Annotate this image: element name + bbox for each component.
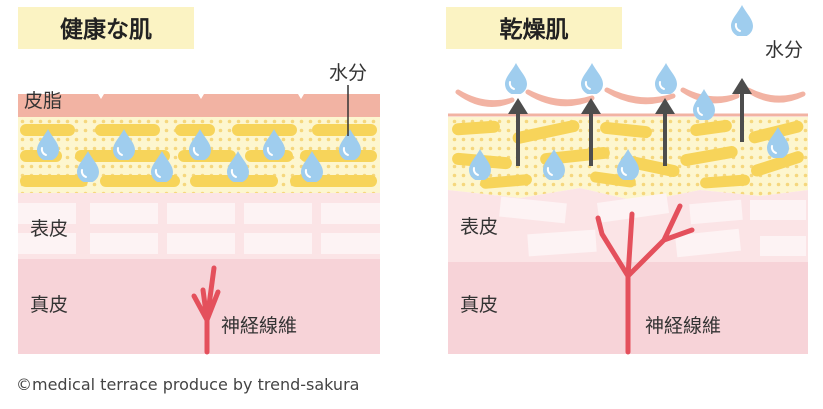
dry-ceramide-bars: [452, 119, 804, 189]
dry-title-bg: [446, 7, 622, 49]
healthy-title-bg: [18, 7, 194, 49]
healthy-skin-title: 健康な肌: [60, 16, 152, 43]
healthy-nerve-label: 神経線維: [221, 315, 297, 337]
evaporation-arrow: [655, 98, 675, 166]
epidermis-cells: [18, 203, 380, 254]
copyright-credit: ©medical terrace produce by trend-sakura: [16, 375, 359, 394]
evaporation-arrows: [508, 78, 752, 166]
dry-skin-panel: 乾燥肌: [446, 4, 808, 355]
evaporation-arrow: [732, 78, 752, 142]
dry-skin-title: 乾燥肌: [500, 16, 569, 43]
evaporation-arrow: [508, 98, 528, 166]
healthy-skin-panel: 健康な肌 皮脂: [18, 7, 380, 355]
healthy-water-label: 水分: [329, 62, 367, 84]
healthy-dermis-label: 真皮: [30, 294, 68, 316]
healthy-nerve-fiber: [191, 265, 221, 355]
sebum-layer: [18, 94, 380, 117]
dry-nerve-label: 神経線維: [645, 315, 721, 337]
ceramide-bars: [20, 124, 377, 187]
dry-nerve-fiber: [595, 203, 695, 355]
evaporation-arrow: [581, 98, 601, 166]
dry-epidermis-cells: [499, 193, 806, 258]
dry-water-label: 水分: [765, 39, 803, 61]
dry-dermis-label: 真皮: [460, 294, 498, 316]
healthy-epidermis-label: 表皮: [30, 218, 68, 240]
sebum-label: 皮脂: [24, 90, 62, 112]
dry-sebum-flakes: [455, 87, 806, 107]
dry-epidermis-label: 表皮: [460, 216, 498, 238]
